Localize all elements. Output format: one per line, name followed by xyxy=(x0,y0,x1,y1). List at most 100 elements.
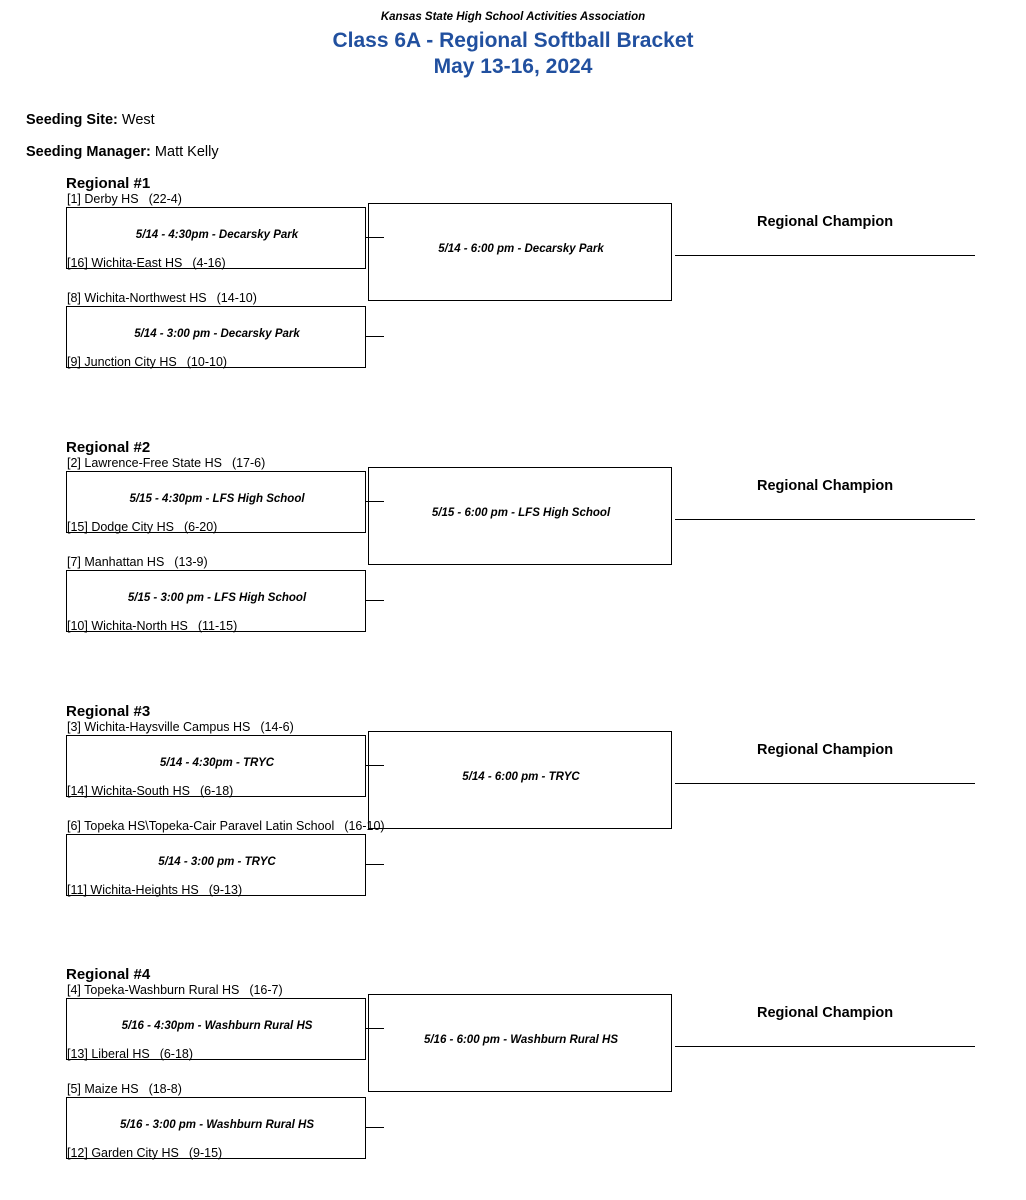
game-time-site: 5/15 - 4:30pm - LFS High School xyxy=(129,493,305,505)
team-record: (13-9) xyxy=(174,555,208,569)
team-record: (6-18) xyxy=(159,1047,194,1061)
seeding-manager-value: Matt Kelly xyxy=(154,144,219,160)
team-slot[interactable]: [12] Garden City HS (9-15) xyxy=(67,1146,222,1160)
team-record: (14-10) xyxy=(216,291,257,305)
team-slot[interactable]: [14] Wichita-South HS (6-18) xyxy=(67,784,233,798)
seeding-manager: Seeding Manager: Matt Kelly xyxy=(26,144,219,160)
team-record: (6-18) xyxy=(199,784,234,798)
regional-champion-line xyxy=(675,255,975,256)
regional-champion-label: Regional Champion xyxy=(757,1005,894,1021)
regional-title: Regional #4 xyxy=(66,966,151,983)
final-time-site: 5/14 - 6:00 pm - Decarsky Park xyxy=(438,243,604,255)
bracket-connector xyxy=(366,765,384,766)
semifinal-game-box[interactable]: [4] Topeka-Washburn Rural HS (16-7) 5/16 -… xyxy=(66,983,366,1061)
semifinal-game-box[interactable]: [3] Wichita-Haysville Campus HS (14-6) 5/1… xyxy=(66,720,366,798)
bracket-connector xyxy=(366,336,384,337)
team-name: [12] Garden City HS xyxy=(67,1146,179,1160)
team-record: (6-20) xyxy=(184,520,218,534)
team-name: [15] Dodge City HS xyxy=(67,520,174,534)
game-time-site: 5/14 - 3:00 pm - Decarsky Park xyxy=(134,328,300,340)
team-slot[interactable]: [8] Wichita-Northwest HS (14-10) xyxy=(67,291,257,305)
bracket-connector xyxy=(366,1028,384,1029)
team-record: (10-10) xyxy=(186,355,228,369)
team-record: (16-10) xyxy=(344,819,385,833)
seeding-site: Seeding Site: West xyxy=(26,112,155,128)
semifinal-game-box[interactable]: [8] Wichita-Northwest HS (14-10) 5/14 - 3:… xyxy=(66,291,366,369)
team-name: [5] Maize HS xyxy=(67,1082,139,1096)
final-game-box[interactable]: 5/15 - 6:00 pm - LFS High School xyxy=(368,467,672,565)
team-record: (16-7) xyxy=(249,983,283,997)
final-game-box[interactable]: 5/16 - 6:00 pm - Washburn Rural HS xyxy=(368,994,672,1092)
bracket-connector xyxy=(366,237,384,238)
team-slot[interactable]: [5] Maize HS (18-8) xyxy=(67,1082,182,1096)
game-time-site: 5/15 - 3:00 pm - LFS High School xyxy=(127,592,307,604)
game-time-site: 5/16 - 3:00 pm - Washburn Rural HS xyxy=(119,1119,315,1131)
final-game-box[interactable]: 5/14 - 6:00 pm - Decarsky Park xyxy=(368,203,672,301)
regional-title: Regional #3 xyxy=(66,703,151,720)
team-record: (9-15) xyxy=(188,1146,223,1160)
regional-champion-label: Regional Champion xyxy=(757,742,894,758)
team-record: (9-13) xyxy=(208,883,243,897)
team-name: [14] Wichita-South HS xyxy=(67,784,190,798)
bracket-connector xyxy=(366,600,384,601)
team-name: [13] Liberal HS xyxy=(67,1047,150,1061)
team-slot[interactable]: [4] Topeka-Washburn Rural HS (16-7) xyxy=(67,983,283,997)
team-name: [3] Wichita-Haysville Campus HS xyxy=(67,720,251,734)
bracket-connector xyxy=(366,864,384,865)
team-name: [11] Wichita-Heights HS xyxy=(67,883,199,897)
seeding-site-label: Seeding Site: xyxy=(26,112,118,128)
team-name: [1] Derby HS xyxy=(67,192,139,206)
final-time-site: 5/16 - 6:00 pm - Washburn Rural HS xyxy=(423,1034,619,1046)
game-time-site: 5/14 - 4:30pm - TRYC xyxy=(159,757,275,769)
team-slot[interactable]: [13] Liberal HS (6-18) xyxy=(67,1047,193,1061)
team-record: (4-16) xyxy=(192,256,226,270)
final-time-site: 5/14 - 6:00 pm - TRYC xyxy=(462,771,580,783)
final-time-site: 5/15 - 6:00 pm - LFS High School xyxy=(431,507,611,519)
regional-title: Regional #1 xyxy=(66,175,151,192)
final-game-box[interactable]: 5/14 - 6:00 pm - TRYC xyxy=(368,731,672,829)
team-slot[interactable]: [7] Manhattan HS (13-9) xyxy=(67,555,208,569)
regional-champion-label: Regional Champion xyxy=(757,214,894,230)
regional-champion-line xyxy=(675,519,975,520)
team-slot[interactable]: [9] Junction City HS (10-10) xyxy=(67,355,227,369)
semifinal-game-box[interactable]: [5] Maize HS (18-8) 5/16 - 3:00 pm - Washb… xyxy=(66,1082,366,1160)
team-record: (18-8) xyxy=(148,1082,182,1096)
team-slot[interactable]: [3] Wichita-Haysville Campus HS (14-6) xyxy=(67,720,294,734)
game-time-site: 5/14 - 3:00 pm - TRYC xyxy=(158,856,276,868)
team-slot[interactable]: [6] Topeka HS\Topeka-Cair Paravel Latin … xyxy=(67,819,385,833)
team-slot[interactable]: [15] Dodge City HS (6-20) xyxy=(67,520,217,534)
team-name: [9] Junction City HS xyxy=(67,355,177,369)
team-record: (11-15) xyxy=(197,619,238,633)
team-name: [4] Topeka-Washburn Rural HS xyxy=(67,983,240,997)
team-slot[interactable]: [16] Wichita-East HS (4-16) xyxy=(67,256,226,270)
semifinal-game-box[interactable]: [7] Manhattan HS (13-9) 5/15 - 3:00 pm - L… xyxy=(66,555,366,633)
game-time-site: 5/16 - 4:30pm - Washburn Rural HS xyxy=(121,1020,313,1032)
semifinal-game-box[interactable]: [6] Topeka HS\Topeka-Cair Paravel Latin … xyxy=(66,819,385,897)
team-name: [10] Wichita-North HS xyxy=(67,619,188,633)
team-slot[interactable]: [2] Lawrence-Free State HS (17-6) xyxy=(67,456,265,470)
association-name: Kansas State High School Activities Asso… xyxy=(380,11,646,23)
regional-title: Regional #2 xyxy=(66,439,151,456)
semifinal-game-box[interactable]: [2] Lawrence-Free State HS (17-6) 5/15 - 4… xyxy=(66,456,366,534)
team-record: (22-4) xyxy=(148,192,182,206)
team-record: (14-6) xyxy=(260,720,294,734)
team-name: [16] Wichita-East HS xyxy=(67,256,183,270)
team-name: [2] Lawrence-Free State HS xyxy=(67,456,222,470)
game-time-site: 5/14 - 4:30pm - Decarsky Park xyxy=(135,229,299,241)
regional-champion-line xyxy=(675,1046,975,1047)
team-slot[interactable]: [11] Wichita-Heights HS (9-13) xyxy=(67,883,242,897)
team-slot[interactable]: [1] Derby HS (22-4) xyxy=(67,192,182,206)
regional-champion-line xyxy=(675,783,975,784)
team-name: [6] Topeka HS\Topeka-Cair Paravel Latin … xyxy=(67,819,335,833)
bracket-connector xyxy=(366,1127,384,1128)
seeding-site-value: West xyxy=(121,112,155,128)
team-name: [7] Manhattan HS xyxy=(67,555,165,569)
bracket-connector xyxy=(366,501,384,502)
page-dates: May 13-16, 2024 xyxy=(433,55,593,78)
team-record: (17-6) xyxy=(231,456,266,470)
semifinal-game-box[interactable]: [1] Derby HS (22-4) 5/14 - 4:30pm - Decars… xyxy=(66,192,366,270)
page-title: Class 6A - Regional Softball Bracket xyxy=(332,29,694,52)
team-slot[interactable]: [10] Wichita-North HS (11-15) xyxy=(67,619,237,633)
seeding-manager-label: Seeding Manager: xyxy=(26,144,151,160)
team-name: [8] Wichita-Northwest HS xyxy=(67,291,207,305)
